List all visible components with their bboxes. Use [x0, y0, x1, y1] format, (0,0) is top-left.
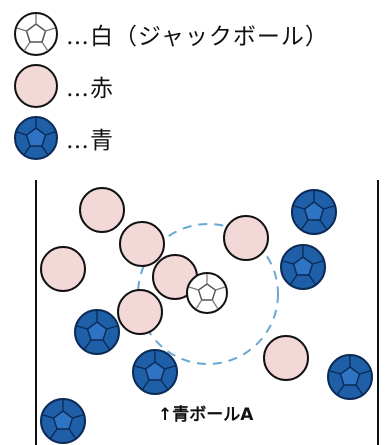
legend-blue-label: …青: [66, 128, 114, 154]
red-ball: [117, 289, 163, 335]
court-diagram: ↑青ボールA: [35, 180, 379, 445]
legend-red-label: …赤: [66, 76, 114, 102]
red-ball: [79, 187, 125, 233]
red-ball-icon: [14, 64, 58, 108]
red-ball: [40, 246, 86, 292]
blue-ball: [280, 244, 326, 290]
distance-circle: [137, 223, 279, 365]
blue-ball: [74, 309, 120, 355]
legend: …白（ジャックボール） …赤 …青: [0, 0, 386, 180]
legend-red: …赤: [12, 62, 114, 110]
red-ball: [223, 215, 269, 261]
blue-ball-icon: [14, 116, 58, 160]
white-ball-icon: [14, 12, 58, 56]
red-ball: [119, 221, 165, 267]
blue-ball: [291, 189, 337, 235]
legend-white-label: …白（ジャックボール）: [66, 24, 329, 50]
legend-blue: …青: [12, 114, 114, 162]
blue-ball: [327, 354, 373, 400]
red-ball: [263, 335, 309, 381]
legend-white: …白（ジャックボール）: [12, 10, 329, 58]
jack-ball: [186, 272, 228, 314]
blue-ball-a: [132, 349, 178, 395]
blue-ball: [40, 398, 86, 444]
ball-a-caption: ↑青ボールA: [158, 404, 254, 425]
